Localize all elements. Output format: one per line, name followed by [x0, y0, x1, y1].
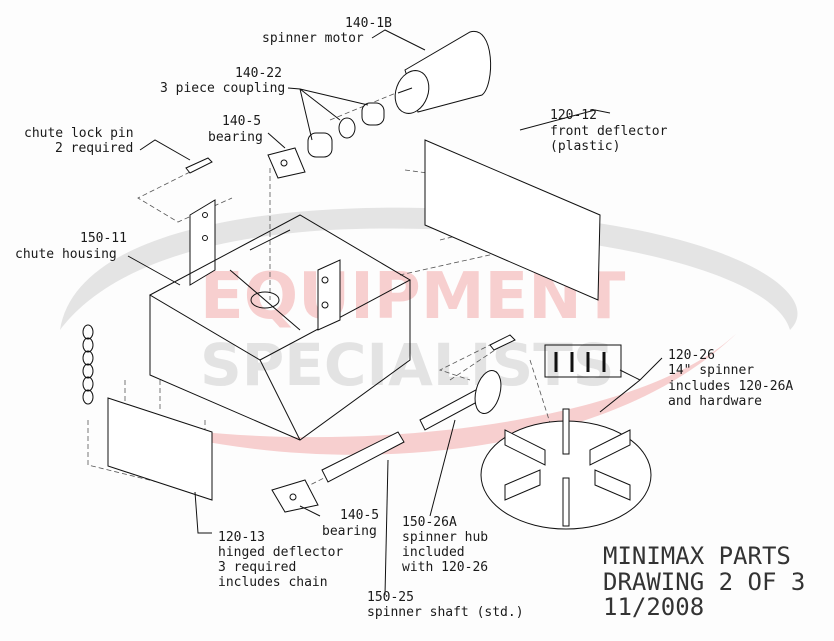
- spinner-hub-note-1: included: [402, 545, 465, 560]
- drawing-title: MINIMAX PARTS: [603, 542, 791, 570]
- bearing-top-part-number: 140-5: [222, 114, 261, 129]
- leader-lines: [127, 29, 663, 596]
- spinner-note-2: and hardware: [668, 394, 762, 409]
- front-deflector-note: (plastic): [550, 139, 620, 154]
- chute-housing-part-number: 150-11: [80, 231, 127, 246]
- coupling-part-number: 140-22: [235, 66, 282, 81]
- spinner-label: 14" spinner: [668, 363, 754, 378]
- coupling-part: [307, 102, 385, 158]
- spinner-disc-part: [480, 408, 652, 530]
- hardware-bolts-part: [544, 344, 622, 378]
- spinner-note-1: includes 120-26A: [668, 379, 793, 394]
- hinged-deflector-part: [107, 397, 213, 501]
- coupling-label: 3 piece coupling: [160, 81, 285, 96]
- front-deflector-label: front deflector: [550, 124, 668, 139]
- spinner-shaft-part-number: 150-25: [367, 590, 414, 605]
- bearing-bottom-part: [271, 479, 319, 513]
- hinged-deflector-note: includes chain: [218, 575, 328, 590]
- front-deflector-part-number: 120-12: [550, 108, 597, 123]
- bearing-top-label: bearing: [208, 130, 263, 145]
- spinner-hub-label: spinner hub: [402, 530, 488, 545]
- chain-part: [82, 324, 94, 405]
- lock-pin-part: [185, 157, 516, 351]
- spinner-shaft-label: spinner shaft (std.): [367, 605, 524, 620]
- bearing-bottom-part-number: 140-5: [340, 508, 379, 523]
- spinner-part-number: 120-26: [668, 348, 715, 363]
- hinged-deflector-label: hinged deflector: [218, 545, 343, 560]
- hinged-deflector-part-number: 120-13: [218, 530, 265, 545]
- spinner-hub-part-number: 150-26A: [402, 515, 457, 530]
- spinner-hub-note-2: with 120-26: [402, 560, 488, 575]
- drawing-date: 11/2008: [603, 593, 704, 621]
- front-deflector-part: [424, 139, 601, 301]
- bearing-top-part: [267, 147, 306, 179]
- lock-pin-label: chute lock pin: [24, 126, 134, 141]
- chute-housing-part: [148, 199, 412, 441]
- drawing-sheet: DRAWING 2 OF 3: [603, 568, 805, 596]
- lock-pin-qty: 2 required: [55, 141, 133, 156]
- spinner-motor-part: [394, 31, 492, 114]
- spinner-shaft-part: [321, 431, 405, 483]
- motor-label: spinner motor: [262, 31, 364, 46]
- spinner-hub-part: [419, 370, 502, 431]
- motor-part-number: 140-1B: [345, 16, 392, 31]
- bearing-bottom-label: bearing: [322, 524, 377, 539]
- hinged-deflector-qty: 3 required: [218, 560, 296, 575]
- chute-housing-label: chute housing: [15, 247, 117, 262]
